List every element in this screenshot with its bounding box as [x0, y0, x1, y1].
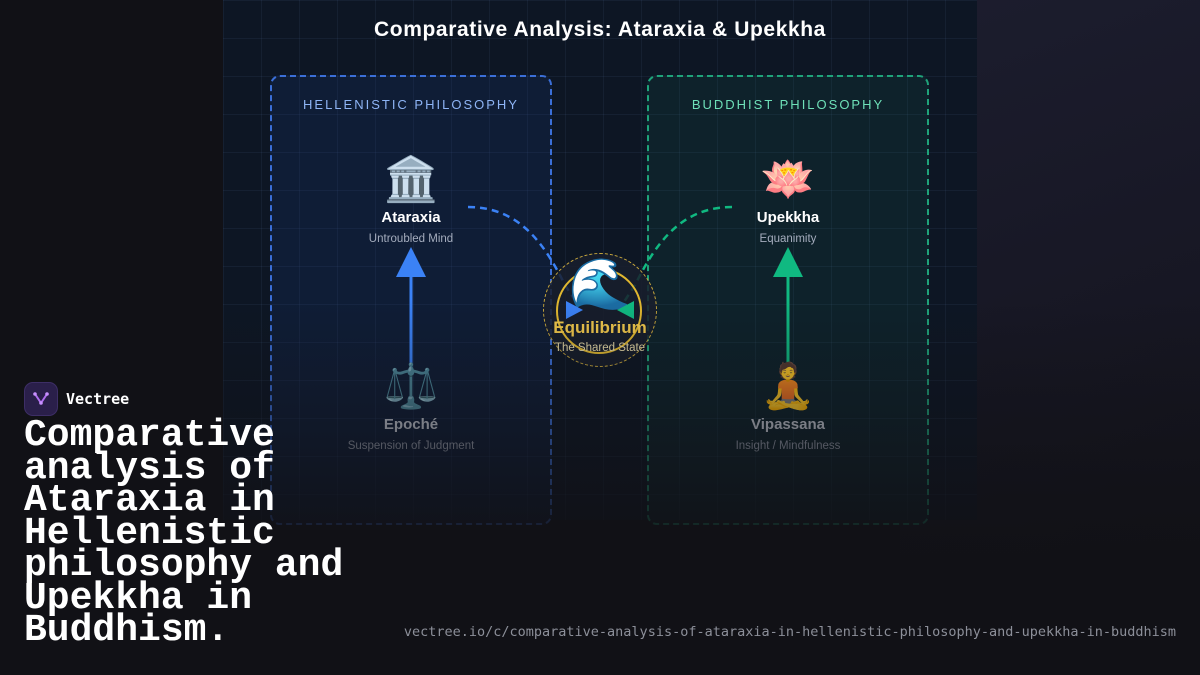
brand-name: Vectree: [66, 390, 130, 408]
meditating-person-icon: 🧘: [760, 362, 816, 411]
vipassana-label: Vipassana: [751, 416, 825, 433]
ataraxia-subtitle: Untroubled Mind: [368, 233, 454, 245]
upekkha-node: 🪷 Upekkha Equanimity: [688, 155, 888, 245]
upekkha-subtitle: Equanimity: [759, 233, 817, 245]
balance-scale-icon: ⚖️: [383, 362, 439, 411]
hellenistic-panel-title: HELLENISTIC PHILOSOPHY: [303, 97, 519, 112]
equilibrium-label: Equilibrium: [553, 318, 647, 337]
ataraxia-node: 🏛️ Ataraxia Untroubled Mind: [311, 155, 511, 245]
lotus-icon: 🪷: [760, 155, 816, 204]
vectree-logo-icon: [24, 382, 58, 416]
vipassana-node: 🧘 Vipassana Insight / Mindfulness: [688, 362, 888, 452]
classical-building-icon: 🏛️: [383, 155, 439, 204]
vipassana-subtitle: Insight / Mindfulness: [735, 440, 841, 452]
upekkha-label: Upekkha: [756, 209, 820, 226]
buddhist-panel: BUDDHIST PHILOSOPHY: [647, 75, 929, 525]
equilibrium-subtitle: The Shared State: [554, 342, 646, 354]
diagram-title: Comparative Analysis: Ataraxia & Upekkha: [374, 18, 826, 41]
ataraxia-label: Ataraxia: [381, 209, 441, 226]
buddhist-panel-title: BUDDHIST PHILOSOPHY: [691, 97, 885, 112]
page-headline: Comparative analysis of Ataraxia in Hell…: [24, 414, 344, 652]
brand: Vectree: [24, 382, 129, 416]
equilibrium-node: 🌊 Equilibrium The Shared State: [543, 253, 657, 367]
page-url: vectree.io/c/comparative-analysis-of-ata…: [403, 624, 1176, 640]
